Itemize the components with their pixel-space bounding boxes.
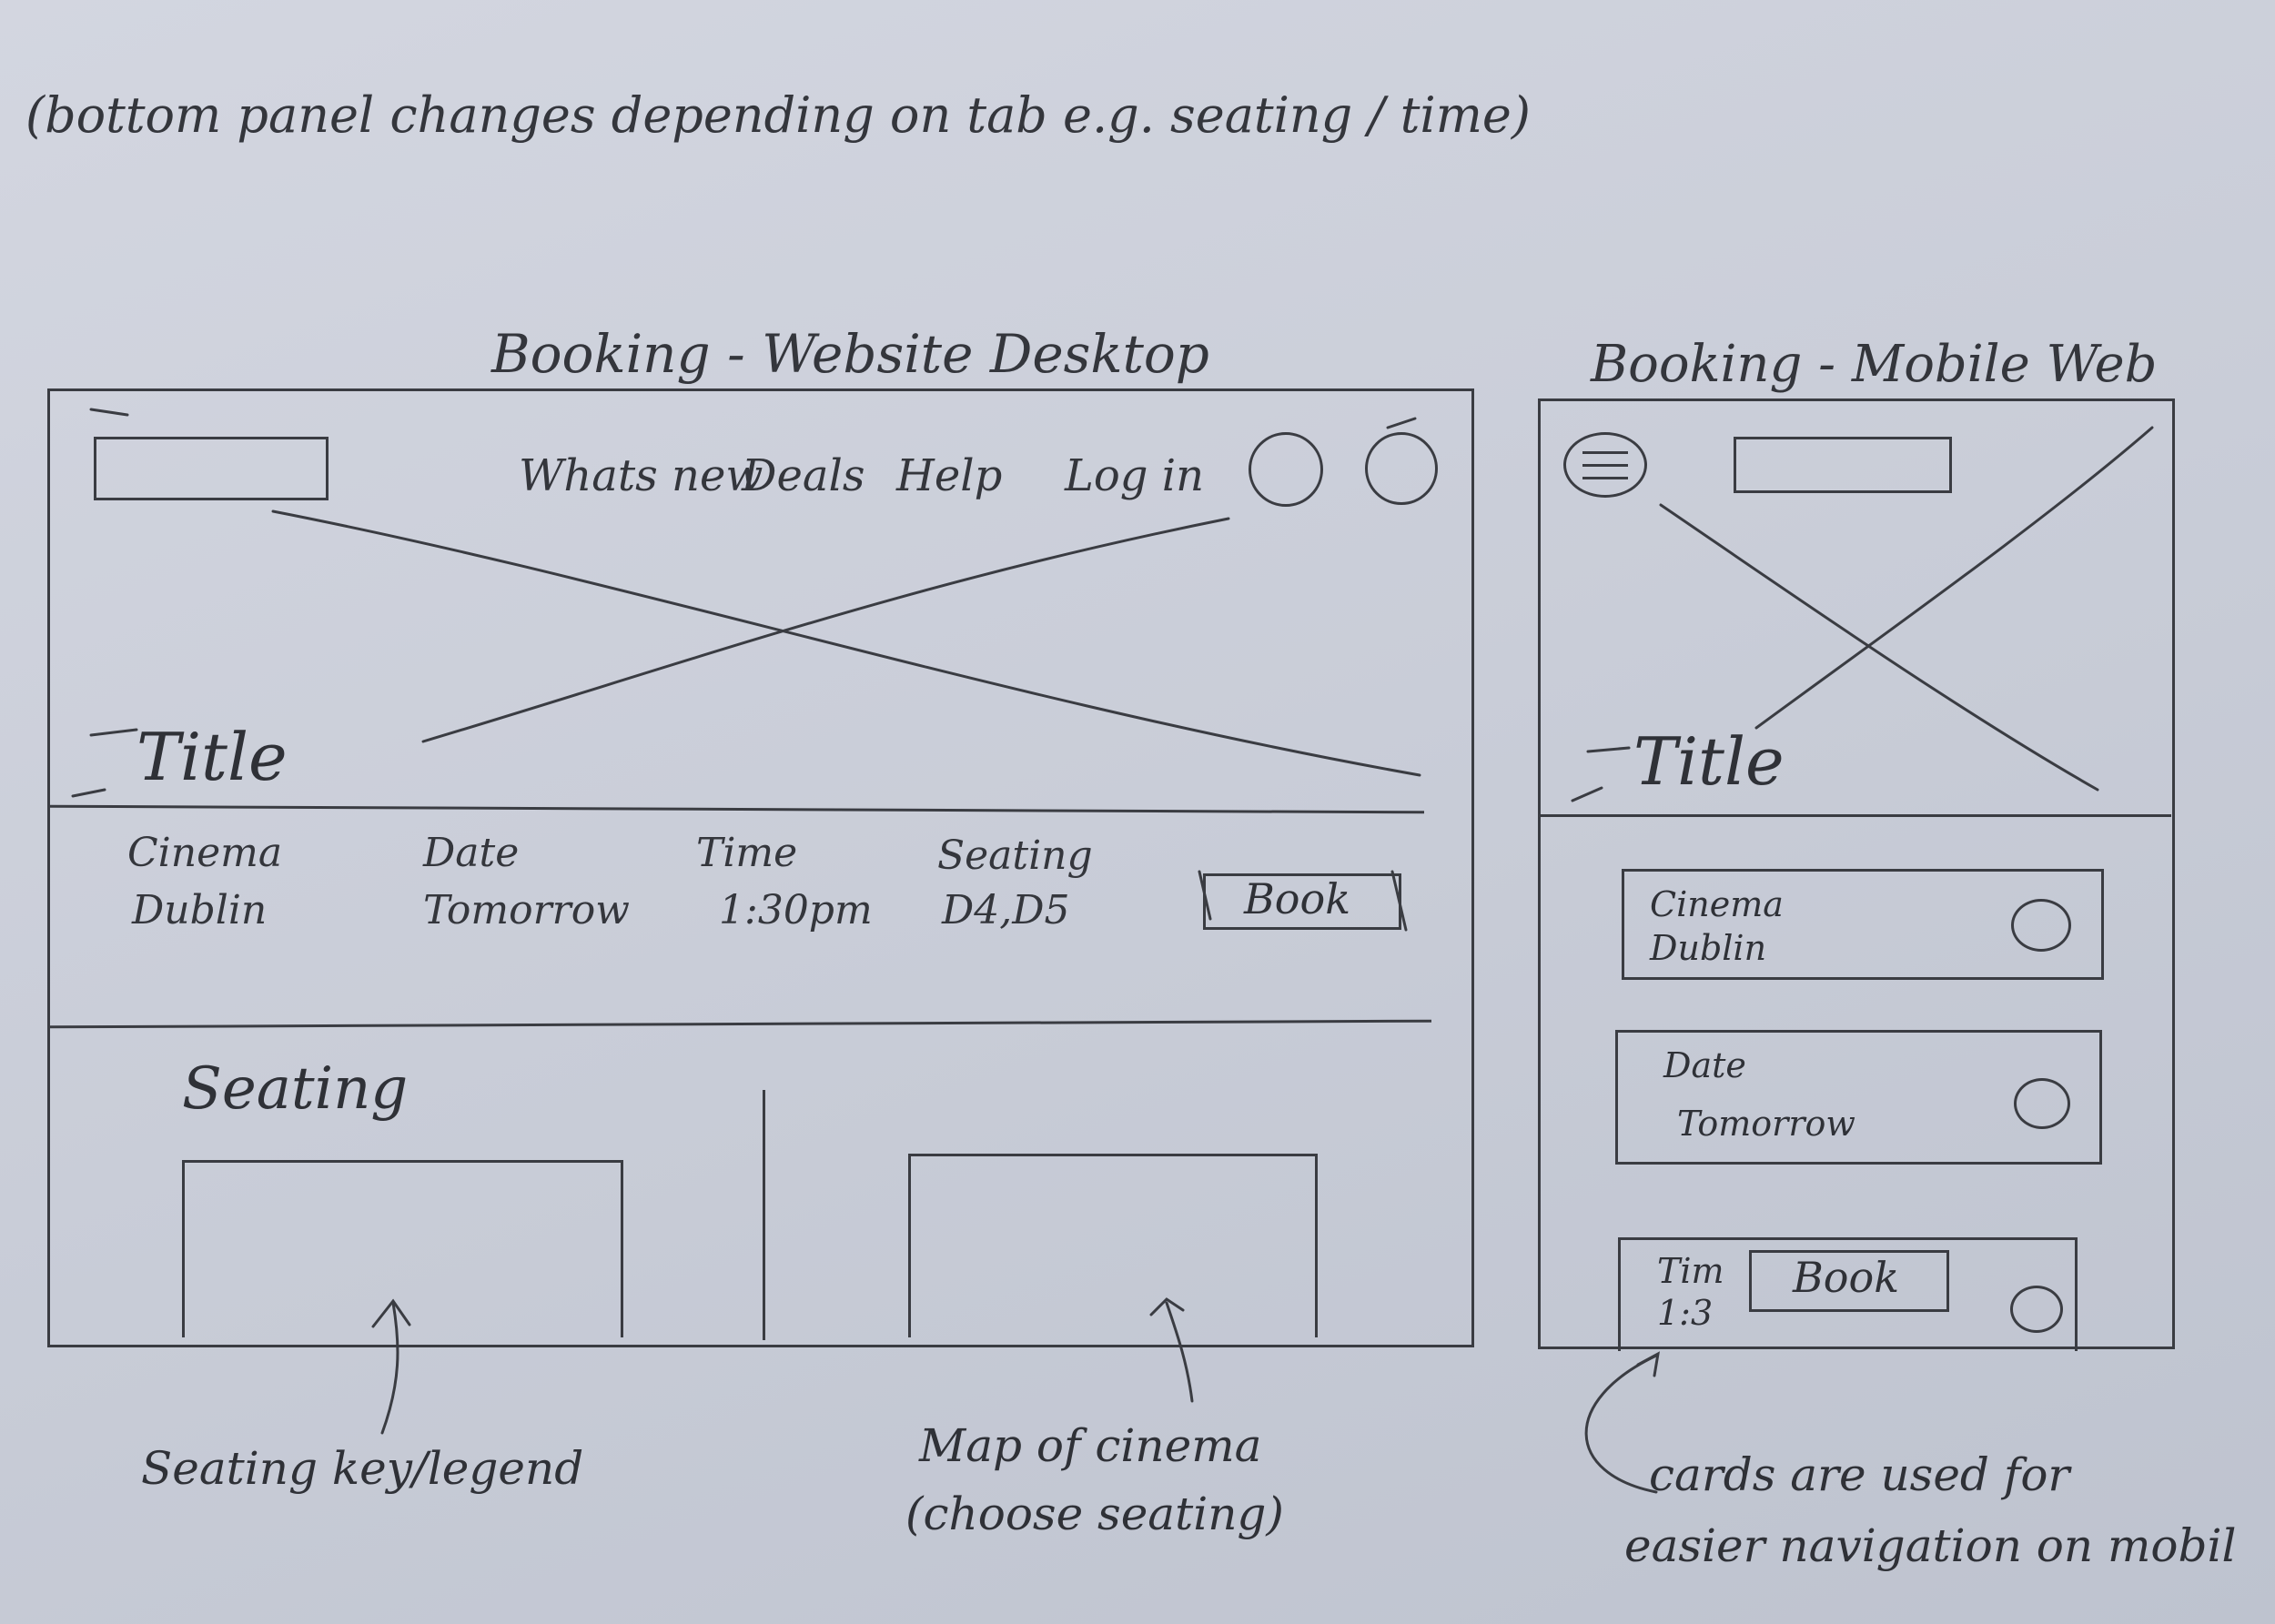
mobile-book-button-label: Book — [1793, 1253, 1900, 1302]
field-value-time[interactable]: 1:30pm — [719, 887, 873, 933]
select-circle-icon[interactable] — [2011, 899, 2071, 952]
mobile-card-cinema[interactable]: Cinema Dublin — [1622, 869, 2104, 980]
mobile-wireframe-heading: Booking - Mobile Web — [1591, 335, 2158, 394]
seating-panel-divider — [763, 1090, 765, 1340]
field-label-seating: Seating — [937, 832, 1093, 879]
field-value-seating[interactable]: D4,D5 — [942, 887, 1070, 933]
mobile-card-value: Dublin — [1650, 928, 1767, 968]
select-circle-icon[interactable] — [2010, 1286, 2063, 1333]
desktop-frame — [47, 388, 1474, 1347]
hamburger-menu-icon[interactable] — [1563, 432, 1647, 498]
annotation-map-line2: (choose seating) — [905, 1488, 1284, 1540]
field-label-cinema: Cinema — [127, 830, 283, 876]
seating-section-title: Seating — [182, 1055, 409, 1123]
cart-circle-icon[interactable] — [1365, 432, 1438, 505]
annotation-cards-line2: easier navigation on mobil — [1624, 1519, 2237, 1572]
mobile-card-label: Cinema — [1650, 884, 1784, 924]
mobile-card-value: 1:3 — [1657, 1293, 1714, 1333]
seating-legend-panel — [182, 1160, 623, 1337]
mobile-logo-placeholder[interactable] — [1734, 437, 1952, 493]
mobile-hero-title: Title — [1633, 723, 1785, 800]
mobile-card-time[interactable]: Tim 1:3 — [1618, 1237, 2078, 1351]
nav-item-deals[interactable]: Deals — [742, 450, 865, 501]
mobile-card-value: Tomorrow — [1677, 1104, 1855, 1144]
hero-title: Title — [136, 719, 288, 795]
mobile-hero-divider — [1540, 814, 2171, 817]
nav-item-help[interactable]: Help — [896, 450, 1003, 501]
logo-placeholder[interactable] — [94, 437, 329, 500]
field-value-date[interactable]: Tomorrow — [423, 887, 630, 933]
annotation-map-line1: Map of cinema — [919, 1419, 1262, 1472]
field-label-date: Date — [423, 830, 520, 876]
select-circle-icon[interactable] — [2014, 1078, 2070, 1129]
arrow-to-cards — [1584, 1354, 1658, 1494]
mobile-frame — [1538, 398, 2175, 1349]
book-button[interactable]: Book — [1203, 873, 1401, 930]
mobile-card-label: Date — [1663, 1045, 1746, 1085]
field-value-cinema[interactable]: Dublin — [132, 887, 268, 933]
account-circle-icon[interactable] — [1249, 432, 1323, 507]
top-note: (bottom panel changes depending on tab e… — [25, 86, 1531, 144]
cinema-map-panel[interactable] — [908, 1154, 1318, 1337]
annotation-cards-line1: cards are used for — [1649, 1448, 2070, 1501]
field-label-time: Time — [696, 830, 798, 876]
book-button-label: Book — [1244, 874, 1351, 923]
mobile-book-button[interactable]: Book — [1749, 1250, 1949, 1312]
nav-item-log-in[interactable]: Log in — [1065, 450, 1205, 501]
desktop-wireframe-heading: Booking - Website Desktop — [491, 323, 1209, 385]
annotation-seating-legend: Seating key/legend — [141, 1442, 584, 1495]
nav-item-whats-new[interactable]: Whats new — [519, 450, 763, 501]
mobile-card-label: Tim — [1657, 1251, 1724, 1291]
mobile-card-date[interactable]: Date Tomorrow — [1615, 1030, 2102, 1165]
